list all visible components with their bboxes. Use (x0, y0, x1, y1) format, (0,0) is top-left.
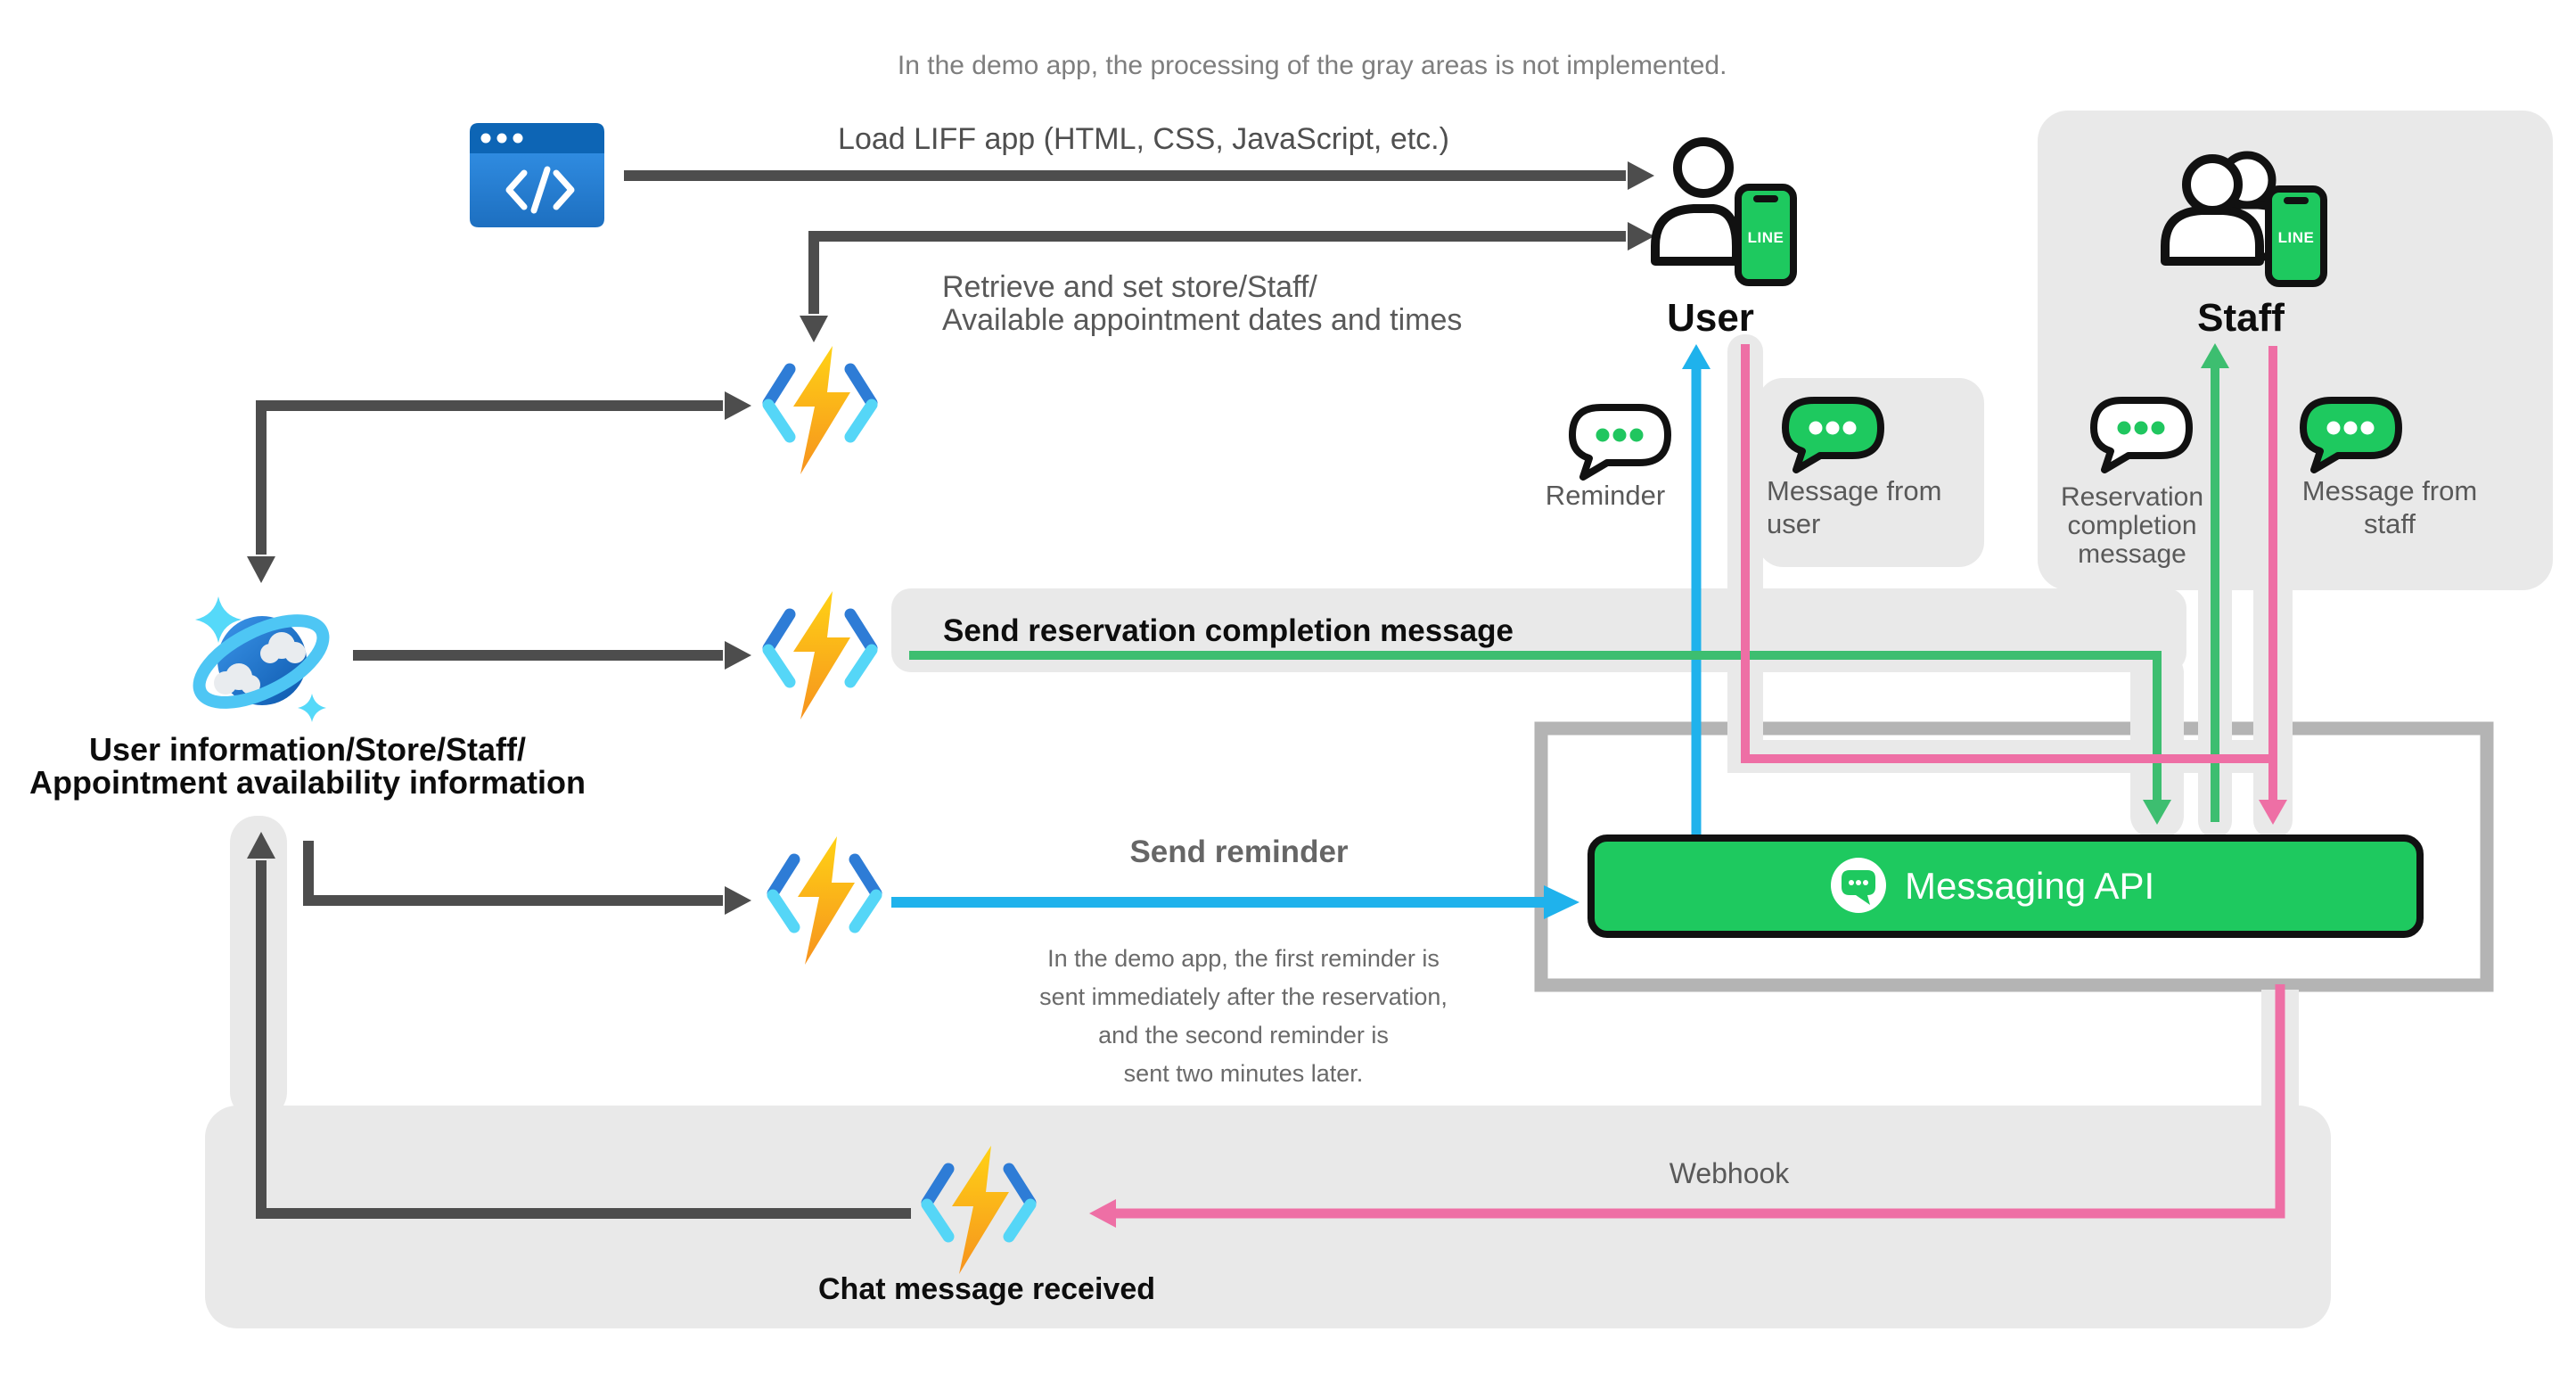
message-from-user-label: Message from user (1767, 475, 1942, 539)
gray-connectors (256, 170, 1626, 1219)
message-from-user-bubble-icon (1785, 400, 1881, 470)
reminder-flow-blue (891, 344, 1710, 919)
gray-area-note: In the demo app, the processing of the g… (897, 51, 1727, 80)
azure-function-icon (768, 591, 872, 719)
datastore-label: User information/Store/Staff/ Appointmen… (29, 731, 587, 801)
reservation-completion-label: Reservation completion message (2060, 482, 2204, 569)
send-reminder-label: Send reminder (1129, 834, 1349, 869)
message-from-staff-label: Message from staff (2301, 475, 2478, 539)
retrieve-set-label: Retrieve and set store/Staff/ Available … (942, 270, 1463, 337)
message-flow-pink (1741, 344, 2287, 825)
user-phone-line-label: LINE (1747, 229, 1784, 246)
gray-arrowheads (247, 161, 1654, 915)
message-from-staff-bubble-icon (2303, 400, 2399, 470)
person-with-line-phone-icon (1651, 137, 1797, 286)
webhook-flow-pink (1089, 984, 2285, 1228)
staff-label: Staff (2197, 296, 2285, 340)
messaging-api-node (1587, 834, 2424, 938)
azure-function-icon (773, 836, 876, 965)
cosmos-db-globe-icon (193, 596, 330, 722)
reminder-bubble-label: Reminder (1545, 480, 1666, 511)
staff-phone-line-label: LINE (2277, 229, 2315, 246)
user-label: User (1667, 296, 1754, 340)
messaging-api-boundary (1534, 721, 2494, 992)
messaging-api-chat-icon (1831, 858, 1886, 913)
reminder-bubble-icon (1572, 407, 1668, 477)
azure-function-icon (768, 346, 872, 474)
completion-flow-green (909, 343, 2229, 825)
webhook-label: Webhook (1669, 1157, 1790, 1189)
reservation-completion-bubble-icon (2094, 400, 2189, 470)
code-browser-icon (470, 123, 604, 227)
load-liff-label: Load LIFF app (HTML, CSS, JavaScript, et… (838, 122, 1449, 156)
people-with-line-phone-icon (2161, 151, 2327, 287)
messaging-api-label: Messaging API (1905, 865, 2155, 907)
reminder-note: In the demo app, the first reminder is s… (1039, 945, 1448, 1087)
chat-message-received-label: Chat message received (818, 1272, 1155, 1306)
send-completion-label: Send reservation completion message (943, 613, 1514, 648)
